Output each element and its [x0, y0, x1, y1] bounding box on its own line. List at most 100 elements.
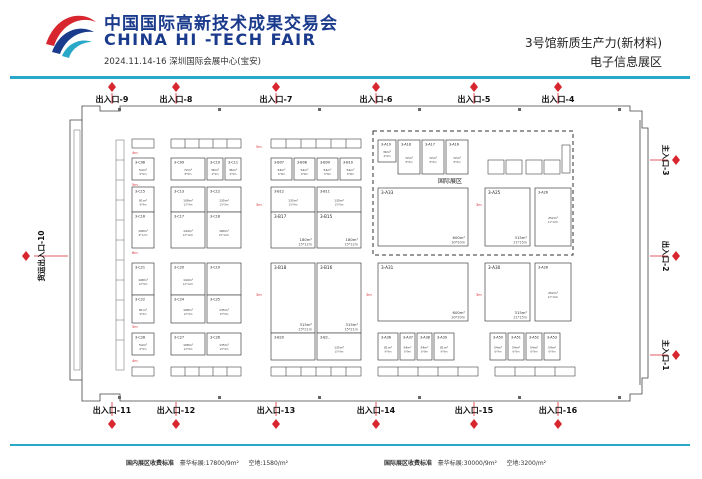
booth-id: 3-A51 [511, 335, 521, 339]
exit-label-top: 出入口-6 [360, 94, 393, 104]
booth-id: 3-A17 [425, 142, 435, 146]
booth-size: 30*20m [451, 241, 465, 245]
booth-id: 3-A16 [449, 142, 459, 146]
booth-area: 54m² [530, 346, 539, 350]
booth-size: 15*9m [335, 350, 344, 354]
booth-outline [293, 157, 316, 181]
booth-id: 3-C18 [210, 214, 220, 218]
booth-id: 3-B12 [274, 189, 284, 193]
booth-size: 21*15m [513, 241, 527, 245]
booth-area: 135m² [219, 343, 230, 347]
hall-subtitle: 电子信息展区 [589, 55, 662, 69]
event-date-venue: 2024.11.14-16 深圳国际会展中心(宝安) [104, 57, 261, 67]
booth-id: 3-B10 [343, 160, 353, 164]
booth-size: 12*12m [183, 233, 194, 237]
booth-size: 6*9m [494, 350, 502, 354]
booth-size: 6*9m [301, 172, 309, 176]
booth-size: 9*9m [440, 350, 448, 354]
booth-id: 3-C11 [228, 160, 238, 164]
booth-outline [206, 332, 242, 356]
booth-area: 36m² [383, 150, 392, 154]
booth-size: 15*21m [344, 328, 358, 332]
booth-area: 54m² [404, 346, 413, 350]
exit-label-top: 出入口-9 [96, 94, 129, 104]
booth-outline [170, 262, 206, 296]
booth-outline [377, 332, 399, 361]
booth-area: 72m² [405, 156, 414, 160]
booth-outline [489, 332, 507, 361]
booth-outline [270, 157, 293, 181]
chtf-logo-icon [46, 15, 96, 58]
booth-outline [131, 211, 155, 249]
header-divider [10, 76, 690, 79]
booth-id: 3-A26 [538, 190, 548, 194]
booth-size: 12*9m [184, 312, 193, 316]
booth-c19: 3-C19 [206, 262, 242, 296]
booth-area: 36m² [211, 168, 220, 172]
booth-outline [131, 294, 155, 324]
booth-outline [445, 139, 469, 175]
booth-size: 12*9m [184, 347, 193, 351]
booth-outline [131, 157, 155, 181]
intl-fee-label: 国际展区收费标准 [384, 460, 433, 467]
booth-id: 3-A33 [381, 190, 394, 195]
booth-id: 3-C22 [135, 297, 145, 301]
booth-id: 3-C25 [210, 297, 220, 301]
booth-area: 54m² [494, 346, 503, 350]
booth-size: 12*12m [183, 282, 194, 286]
exit-marker-icon [470, 82, 478, 92]
exit-label-top: 出入口-8 [160, 94, 193, 104]
booth-size: 8*9m [405, 160, 413, 164]
booth-area: 315m² [515, 310, 528, 315]
top-booth-row [131, 138, 362, 149]
booth-id: 3-B15 [320, 214, 333, 219]
svg-text:3m: 3m [476, 203, 482, 207]
booth-size: 15*21m [298, 328, 312, 332]
booth-id: 3-B20 [274, 335, 284, 339]
booth-size: 9*12m [139, 233, 148, 237]
exit-label-right: 出入口-2 [661, 241, 671, 272]
booth-outline [484, 187, 531, 247]
booth-outline [316, 157, 339, 181]
exit-marker-icon [470, 419, 478, 429]
exit-label-right: 主入口-1 [661, 340, 671, 371]
svg-text:4m: 4m [132, 359, 138, 363]
booth-size: 6*9m [404, 350, 412, 354]
booth-size: 6*9m [278, 172, 286, 176]
svg-text:5m: 5m [132, 183, 138, 187]
booth-size: 15*9m [335, 203, 344, 207]
booth-outline [507, 332, 525, 361]
booth-area: 135m² [334, 199, 345, 203]
intl-fee-row: 国际展区收费标准 豪华标展:30000/9m² 空地:3200/m² [384, 458, 546, 467]
booth-area: 600m² [453, 310, 466, 315]
booth-size: 4*9m [229, 172, 237, 176]
booth-size: 8*9m [184, 172, 192, 176]
svg-text:4m: 4m [132, 151, 138, 155]
booth-size: 6*9m [139, 172, 147, 176]
svg-text:5m: 5m [132, 325, 138, 329]
exit-label-bottom: 出入口-11 [93, 405, 132, 415]
exit-marker-icon [554, 419, 562, 429]
exit-marker-icon [554, 82, 562, 92]
exit-marker-icon [372, 82, 380, 92]
booth-outline [170, 294, 206, 324]
booth-id: 3-B16 [320, 265, 333, 270]
booth-b20: 3-B20 [270, 332, 316, 361]
